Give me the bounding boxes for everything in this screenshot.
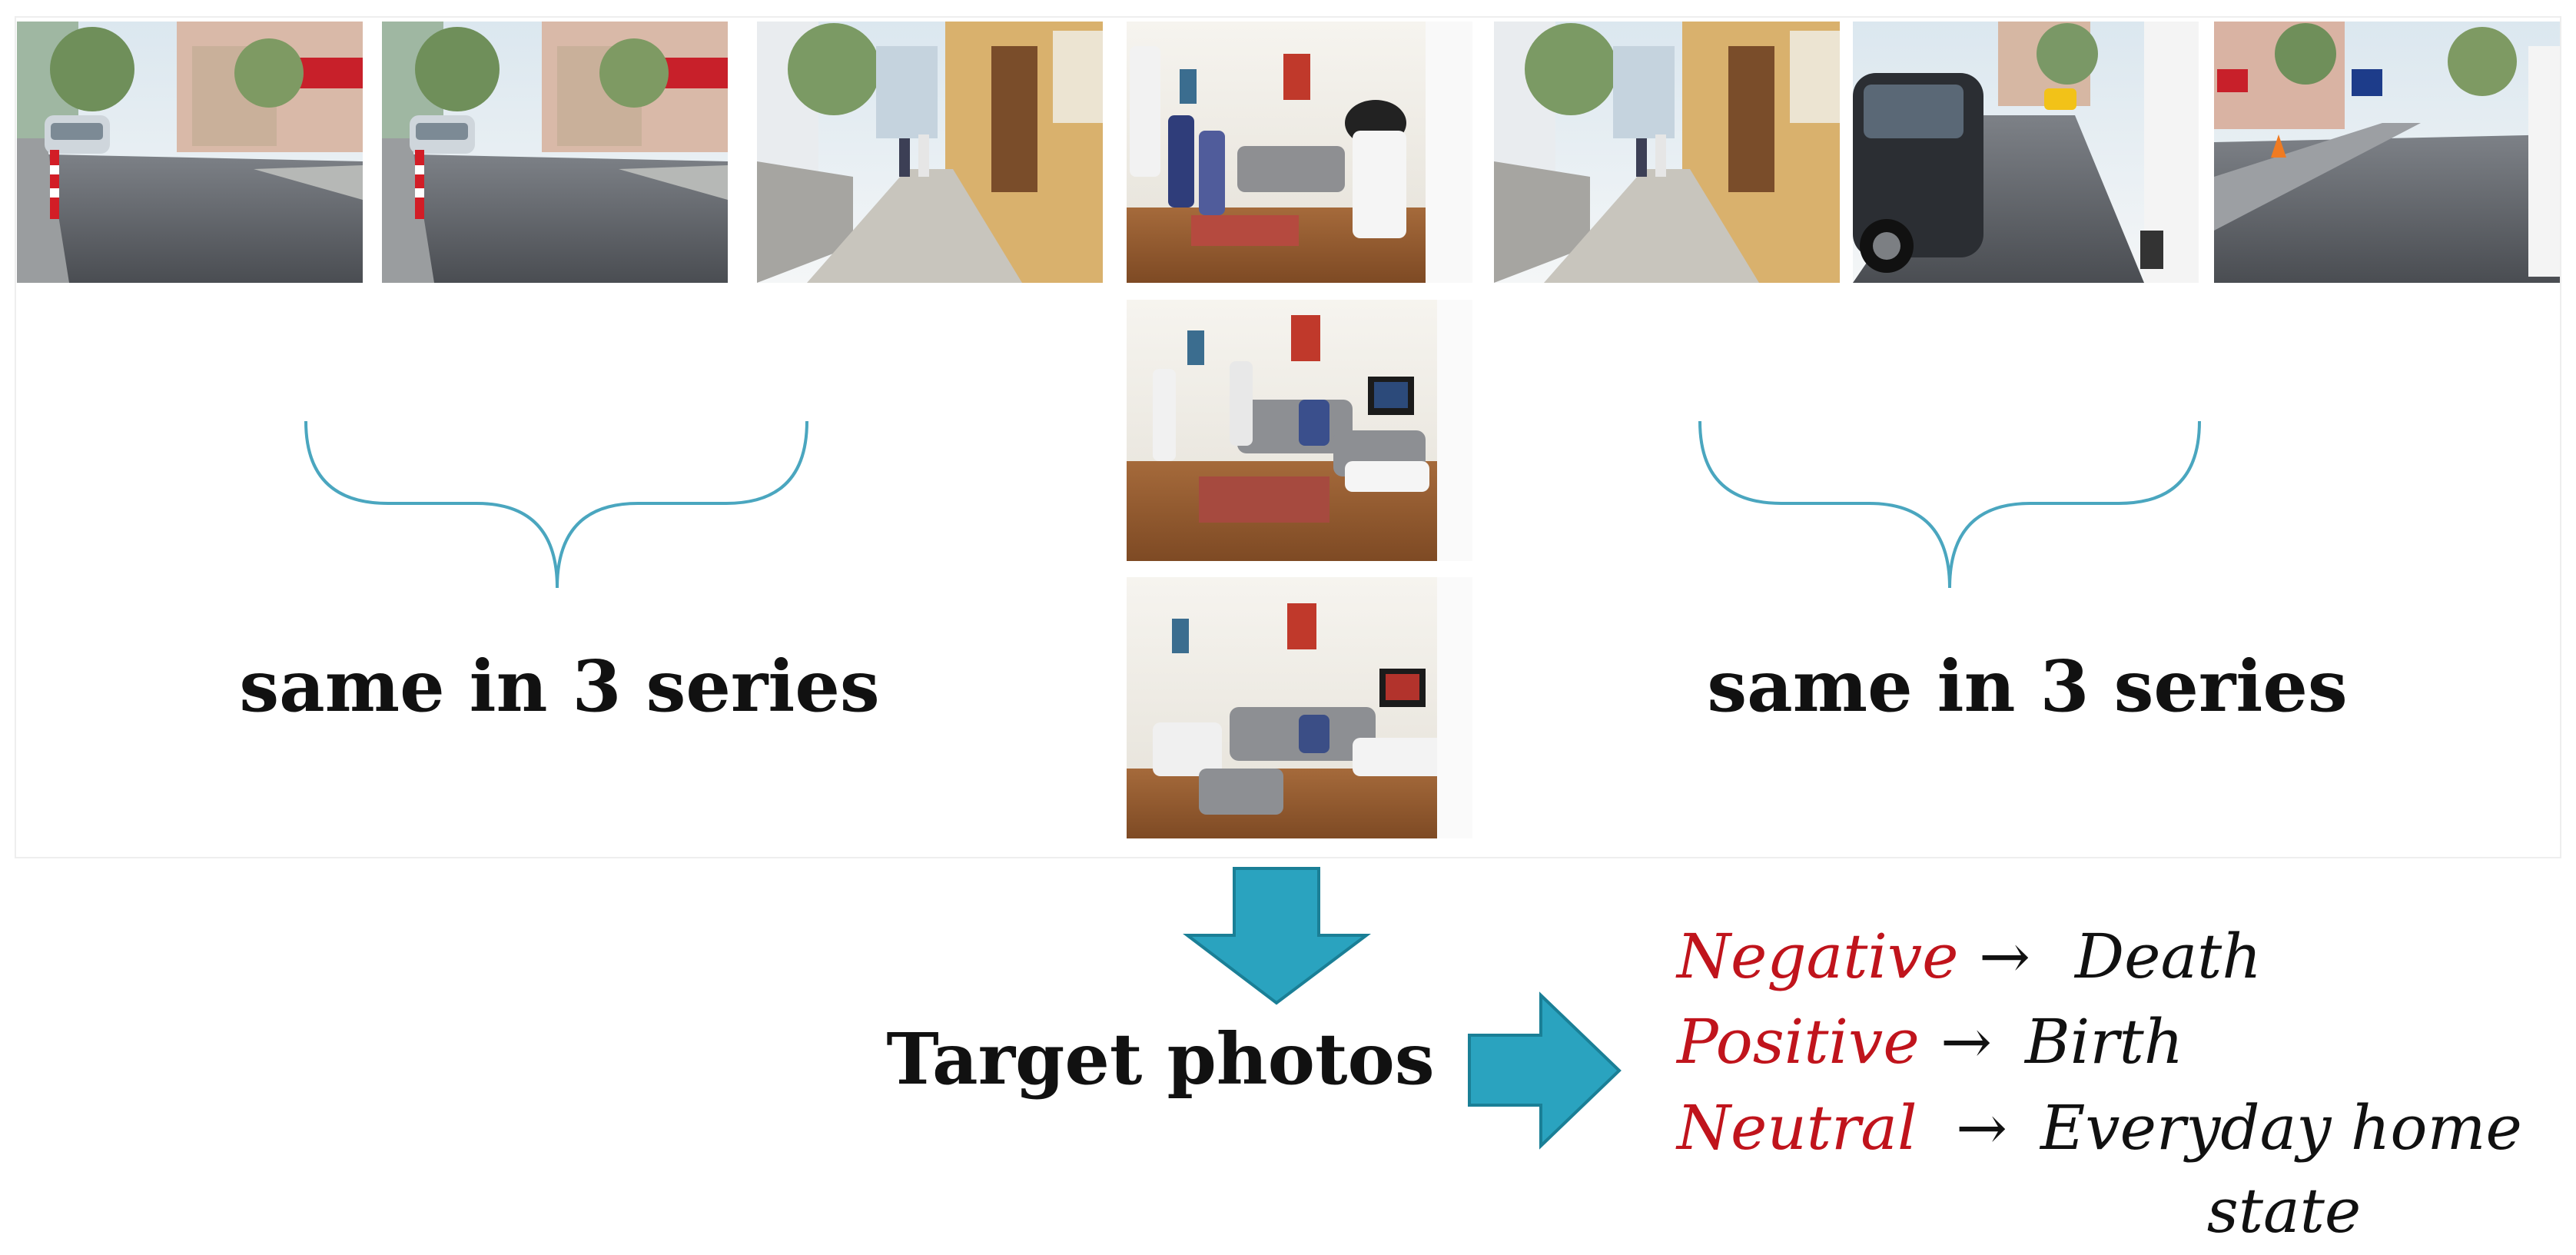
outcome-result-neutral: Everyday home <box>2039 1092 2522 1164</box>
outcome-category-negative: Negative <box>1675 921 1959 992</box>
target-photos-label: Target photos <box>886 1018 1434 1101</box>
outcome-arrow-positive: → <box>1940 1006 1992 1077</box>
right-group-label: same in 3 series <box>1707 645 2347 728</box>
outcome-category-neutral: Neutral <box>1675 1092 1917 1164</box>
photo-street-road-2 <box>382 22 728 283</box>
content-frame <box>15 16 2561 858</box>
left-group-label: same in 3 series <box>239 645 879 728</box>
photo-street-road-1 <box>17 22 363 283</box>
photo-living-room-gathering-2 <box>1127 577 1472 838</box>
outcome-arrow-negative: → <box>1979 921 2030 992</box>
left-brace <box>304 420 808 589</box>
photo-sidewalk-2 <box>1494 22 1840 283</box>
photo-street-wide <box>2214 22 2560 283</box>
photo-living-room-party <box>1127 22 1472 283</box>
outcome-list: Negative → Death Positive → Birth Neutra… <box>1675 921 2522 1247</box>
photo-living-room-gathering-1 <box>1127 300 1472 561</box>
outcome-result-negative: Death <box>2073 921 2262 992</box>
photo-street-traffic <box>1853 22 2199 283</box>
outcome-category-positive: Positive <box>1675 1006 1920 1077</box>
outcome-result-positive: Birth <box>2023 1006 2183 1077</box>
outcome-row-positive: Positive → Birth <box>1675 1006 2183 1077</box>
outcome-row-negative: Negative → Death <box>1675 921 2262 992</box>
outcome-continuation: state <box>2207 1175 2361 1247</box>
outcome-row-neutral: Neutral → Everyday home <box>1675 1092 2522 1164</box>
outcome-arrow-neutral: → <box>1956 1092 2007 1164</box>
down-arrow-icon <box>1183 867 1371 1005</box>
right-arrow-icon <box>1468 991 1622 1150</box>
right-brace <box>1698 420 2201 589</box>
photo-sidewalk-1 <box>757 22 1103 283</box>
